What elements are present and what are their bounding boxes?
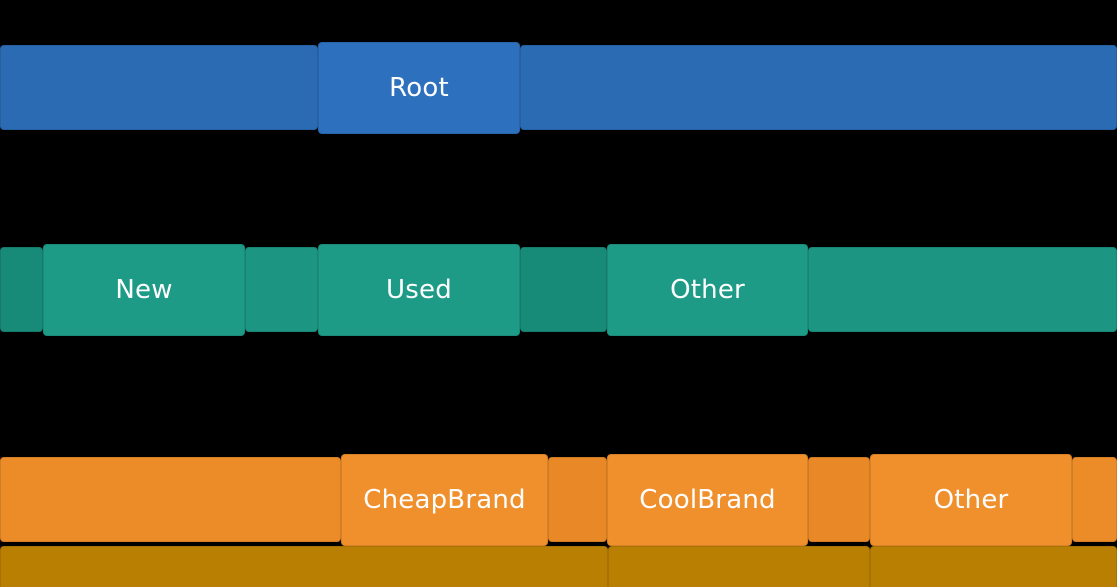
icicle-node-unlabeled[interactable]: [0, 457, 341, 542]
icicle-node-label: CoolBrand: [639, 485, 776, 515]
icicle-node-unlabeled[interactable]: [0, 546, 608, 587]
icicle-node-unlabeled[interactable]: [808, 247, 1117, 332]
icicle-node-unlabeled[interactable]: [0, 247, 43, 332]
icicle-node-used[interactable]: Used: [318, 244, 520, 336]
icicle-node-label: New: [115, 275, 173, 305]
icicle-node-label: CheapBrand: [363, 485, 526, 515]
icicle-node-label: Used: [386, 275, 452, 305]
icicle-node-coolbrand[interactable]: CoolBrand: [607, 454, 808, 546]
icicle-node-unlabeled[interactable]: [608, 546, 870, 587]
icicle-node-new[interactable]: New: [43, 244, 245, 336]
icicle-node-label: Other: [670, 275, 745, 305]
icicle-node-unlabeled[interactable]: [548, 457, 607, 542]
icicle-node-unlabeled[interactable]: [808, 457, 870, 542]
icicle-node-label: Root: [389, 73, 449, 103]
icicle-node-unlabeled[interactable]: [245, 247, 318, 332]
icicle-node-root[interactable]: Root: [318, 42, 520, 134]
icicle-node-unlabeled[interactable]: [0, 45, 318, 130]
icicle-node-label: Other: [933, 485, 1009, 515]
icicle-node-other[interactable]: Other: [870, 454, 1072, 546]
icicle-node-other[interactable]: Other: [607, 244, 808, 336]
icicle-node-unlabeled[interactable]: [1072, 457, 1117, 542]
icicle-node-cheapbrand[interactable]: CheapBrand: [341, 454, 548, 546]
icicle-node-unlabeled[interactable]: [870, 546, 1117, 587]
icicle-node-unlabeled[interactable]: [520, 247, 607, 332]
icicle-node-unlabeled[interactable]: [520, 45, 1117, 130]
